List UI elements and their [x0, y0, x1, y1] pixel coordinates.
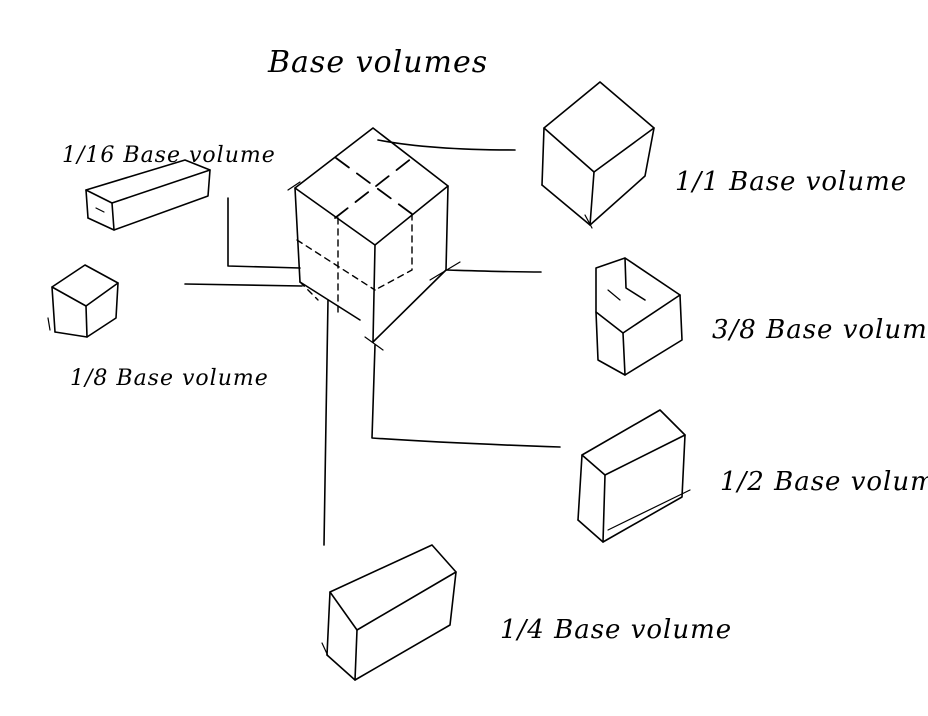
volume-one-half: [577, 409, 691, 543]
volume-three-eighths: [595, 257, 683, 376]
title-text: Base volumes: [267, 45, 488, 80]
label-one-sixteenth: 1/16 Base volume: [62, 143, 276, 168]
label-one-quarter: 1/4 Base volume: [500, 615, 732, 645]
volume-one-eighth: [47, 264, 119, 338]
volume-one-one: [541, 81, 655, 229]
label-one-half: 1/2 Base volume: [720, 467, 928, 497]
label-three-eighths: 3/8 Base volume: [712, 315, 928, 345]
label-one-one: 1/1 Base volume: [675, 167, 907, 197]
volume-one-sixteenth: [85, 159, 211, 231]
label-one-eighth: 1/8 Base volume: [70, 366, 269, 391]
volume-one-quarter: [321, 544, 457, 681]
central-cube: [287, 127, 461, 351]
connector-lines: [184, 139, 561, 546]
